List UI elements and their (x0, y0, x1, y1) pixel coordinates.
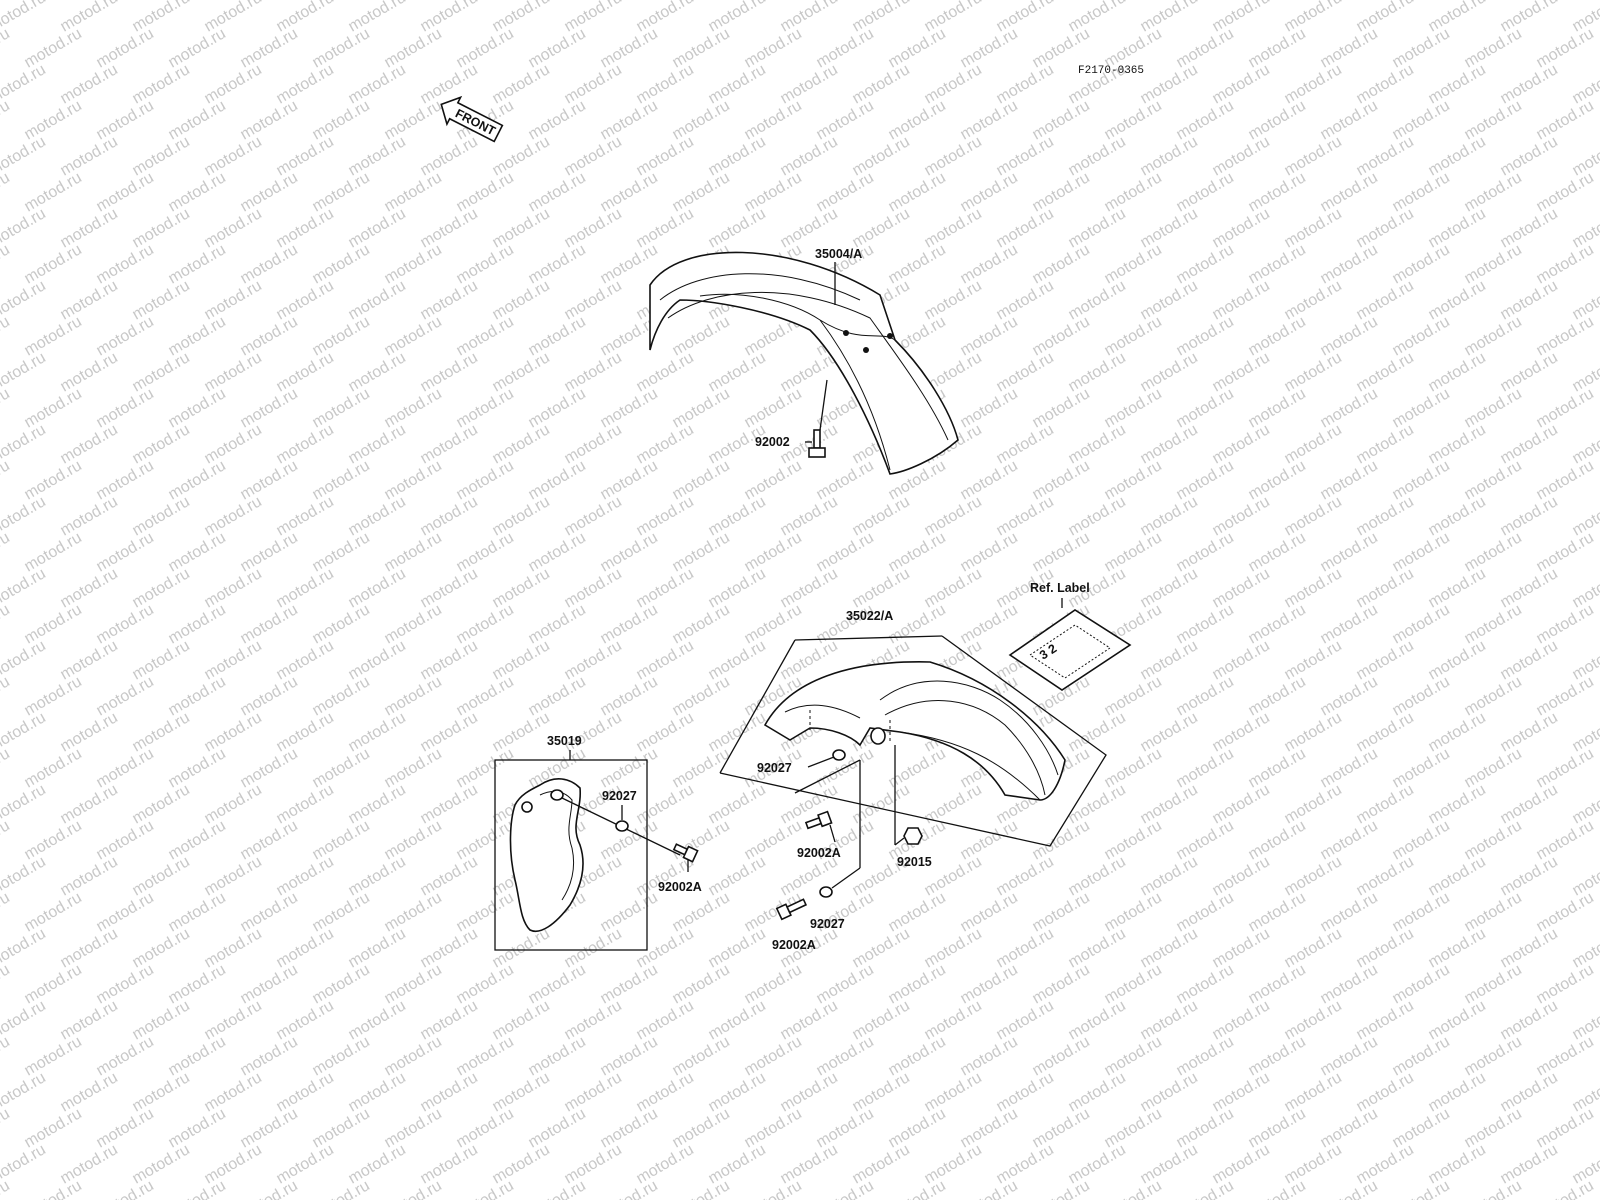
part-label-35004a: 35004/A (815, 247, 862, 261)
ref-label-decal-icon: 3 2 (1008, 609, 1132, 691)
part-label-ref-label: Ref. Label (1030, 581, 1090, 595)
side-cover-group-box (494, 759, 648, 951)
leader-line (807, 756, 835, 768)
rear-fender-drawing (763, 661, 1066, 801)
leader-line (794, 635, 943, 641)
part-label-92002a-side: 92002A (658, 880, 702, 894)
part-label-92027-side: 92027 (602, 789, 637, 803)
part-label-92002a-mid: 92002A (797, 846, 841, 860)
part-label-92027-upper: 92027 (757, 761, 792, 775)
part-label-92002a-lower: 92002A (772, 938, 816, 952)
bolt-icon (804, 810, 833, 830)
leader-line (819, 379, 828, 431)
bolt-icon (672, 843, 699, 863)
leader-line (829, 824, 836, 843)
nut-icon (903, 827, 923, 845)
washer-icon (819, 886, 833, 898)
side-cover-drawing (509, 778, 584, 932)
leader-line (831, 867, 861, 889)
part-label-92027-lower: 92027 (810, 917, 845, 931)
leader-line (794, 759, 861, 794)
washer-icon (832, 749, 846, 761)
diagram-code: F2170-0365 (1078, 65, 1144, 77)
front-fender-drawing (649, 251, 959, 475)
part-label-35019: 35019 (547, 734, 582, 748)
bracket-line (719, 635, 1107, 847)
part-label-35022a: 35022/A (846, 609, 893, 623)
front-direction-arrow-icon: FRONT (440, 95, 504, 143)
bracket-line (719, 639, 796, 774)
bolt-icon (775, 898, 808, 921)
bolt-icon (808, 429, 826, 458)
washer-icon (615, 820, 629, 832)
part-label-92002: 92002 (755, 435, 790, 449)
part-label-92015: 92015 (897, 855, 932, 869)
leader-line (894, 837, 905, 846)
